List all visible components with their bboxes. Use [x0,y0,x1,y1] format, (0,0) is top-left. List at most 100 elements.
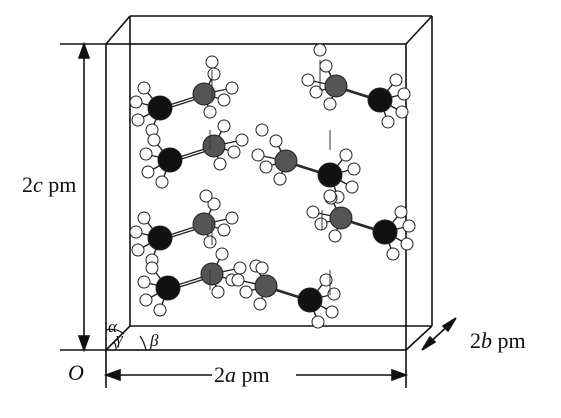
hydrogen-atom [131,243,145,257]
hydrogen-atom [389,73,403,87]
hydrogen-atom [225,211,239,225]
hydrogen-atom [211,285,225,299]
depth-label: 2b pm [470,328,526,353]
hydrogen-atom [227,145,241,159]
height-arrow-bottom [77,335,91,353]
hydrogen-atom [153,303,167,317]
origin-label: O [68,360,84,385]
depth-edge-tl [105,15,131,45]
hydrogen-atom [217,93,231,107]
hydrogen-atom [137,81,151,95]
gamma-arc [113,341,117,351]
hydrogen-atom [319,273,333,287]
hydrogen-atom [319,59,333,73]
hydrogen-atom [325,305,339,319]
depth-edge-tr [405,15,433,45]
hydrogen-atom [129,225,143,239]
hydrogen-atom [239,285,253,299]
hydrogen-atom [269,134,283,148]
hydrogen-atom [345,180,359,194]
depth-edge-bl [105,325,131,351]
hydrogen-atom [207,67,221,81]
width-label: 2a pm [214,362,270,387]
oxygen-atom [147,95,173,121]
hydrogen-atom [347,162,361,176]
hydrogen-atom [339,148,353,162]
gamma-label: γ [116,329,123,348]
hydrogen-atom [225,81,239,95]
hydrogen-atom [199,189,213,203]
hydrogen-atom [139,147,153,161]
hydrogen-atom [306,205,320,219]
hydrogen-atom [273,172,287,186]
height-label: 2c pm [22,172,77,197]
height-arrow-top [77,41,91,59]
hydrogen-atom [217,119,231,133]
hydrogen-atom [394,205,408,219]
carbon-atom [274,149,298,173]
hydrogen-atom [395,105,409,119]
front-face [105,43,407,351]
hydrogen-atom [215,247,229,261]
hydrogen-atom [147,133,161,147]
carbon-atom [200,262,224,286]
hydrogen-atom [203,235,217,249]
carbon-atom [202,134,226,158]
hydrogen-atom [400,237,414,251]
hydrogen-atom [253,297,267,311]
oxygen-atom [147,225,173,251]
hydrogen-atom [233,261,247,275]
hydrogen-atom [235,133,249,147]
oxygen-atom [157,147,183,173]
hydrogen-atom [231,273,245,287]
hydrogen-atom [139,293,153,307]
hydrogen-atom [141,165,155,179]
oxygen-atom [372,219,398,245]
hydrogen-atom [397,87,411,101]
hydrogen-atom [313,43,327,57]
hydrogen-atom [255,261,269,275]
hydrogen-atom [323,97,337,111]
depth-arrow-lower [421,335,437,351]
hydrogen-atom [311,315,325,329]
depth-arrow-upper [441,317,457,333]
hydrogen-atom [145,261,159,275]
hydrogen-atom [251,148,265,162]
hydrogen-atom [203,105,217,119]
hydrogen-atom [323,189,337,203]
hydrogen-atom [213,157,227,171]
hydrogen-atom [137,211,151,225]
beta-label: β [150,331,159,350]
hydrogen-atom [255,123,269,137]
oxygen-atom [367,87,393,113]
hydrogen-atom [381,115,395,129]
hydrogen-atom [327,287,341,301]
width-arrow-right [391,368,409,382]
hydrogen-atom [314,217,328,231]
oxygen-atom [297,287,323,313]
hydrogen-atom [205,55,219,69]
hydrogen-atom [155,175,169,189]
hydrogen-atom [309,85,323,99]
hydrogen-atom [207,197,221,211]
carbon-atom [254,274,278,298]
hydrogen-atom [129,95,143,109]
carbon-atom [329,206,353,230]
carbon-atom [192,82,216,106]
carbon-atom [324,74,348,98]
hydrogen-atom [137,275,151,289]
hydrogen-atom [328,229,342,243]
oxygen-atom [155,275,181,301]
hydrogen-atom [259,160,273,174]
hydrogen-atom [386,247,400,261]
hydrogen-atom [402,219,416,233]
oxygen-atom [317,162,343,188]
alpha-arc [105,328,125,335]
carbon-atom [192,212,216,236]
hydrogen-atom [131,113,145,127]
alpha-label: α [108,317,117,336]
beta-arc [139,335,147,351]
depth-edge-br [405,325,433,351]
